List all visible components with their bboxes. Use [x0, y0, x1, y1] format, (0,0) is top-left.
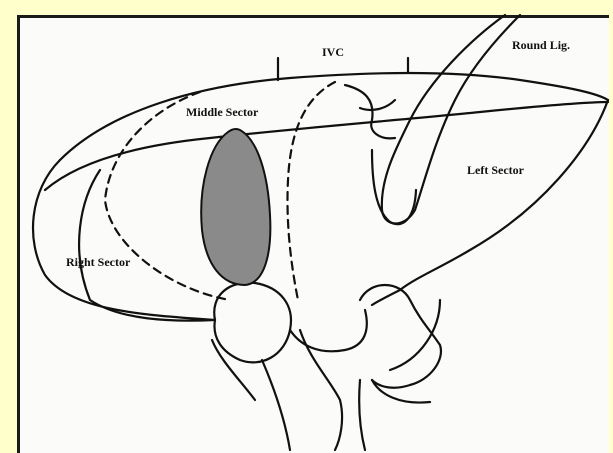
label-ivc: IVC: [322, 45, 344, 60]
umbilical-fissure: [372, 150, 416, 224]
hilar-cusp: [372, 290, 400, 305]
label-right-sector: Right Sector: [66, 255, 130, 270]
gallbladder-shaded: [201, 129, 270, 285]
hilum-right-loop: [214, 283, 291, 363]
right-sector-lower-edge: [79, 170, 215, 321]
label-round-lig: Round Lig.: [512, 38, 570, 53]
main-scissura-dashed: [287, 82, 335, 300]
portal-trunk-right: [300, 330, 342, 450]
hepatoduodenal-curve: [290, 310, 367, 351]
hepatic-vein-junction: [345, 85, 395, 138]
label-middle-sector: Middle Sector: [186, 105, 258, 120]
hepatic-vein-branch: [360, 100, 395, 110]
label-left-sector: Left Sector: [467, 163, 524, 178]
hepatoduodenal-outline: [212, 340, 255, 400]
left-sector-lower-edge: [400, 100, 608, 290]
hilum-left-loop: [360, 285, 441, 388]
ivc-inferior: [359, 380, 365, 450]
liver-upper-outline: [60, 73, 608, 160]
portal-trunk-left: [262, 360, 290, 450]
caudate-curve: [372, 380, 430, 403]
